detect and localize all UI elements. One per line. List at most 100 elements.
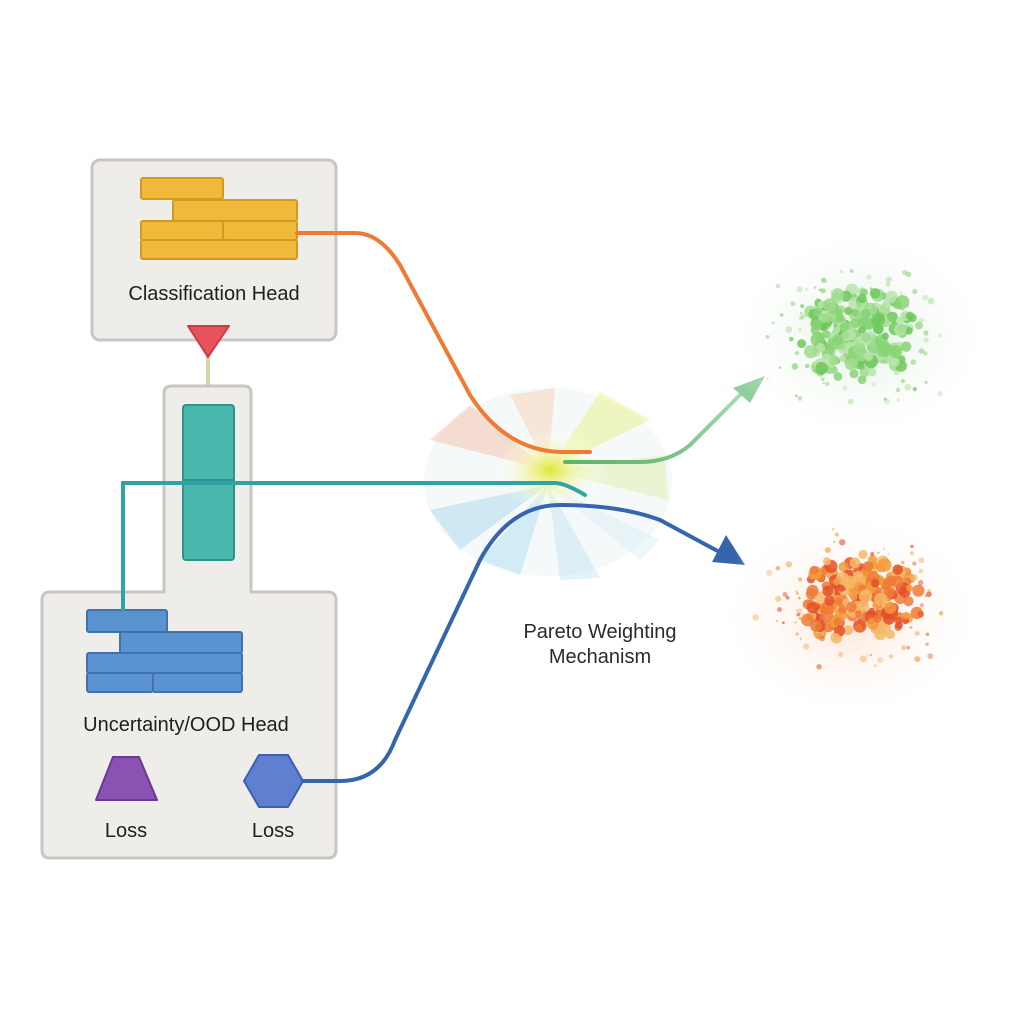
- cloud-dot: [918, 348, 925, 354]
- cloud-dot: [782, 592, 788, 597]
- cloud-dot: [912, 288, 918, 295]
- orange-flow-line: [295, 231, 592, 454]
- cloud-dot: [901, 645, 907, 651]
- cloud-dot: [796, 286, 803, 293]
- cloud-dot: [849, 269, 854, 273]
- cloud-dot: [798, 596, 801, 600]
- cloud-dot: [912, 561, 917, 566]
- cloud-dot: [894, 616, 903, 625]
- cloud-dot: [898, 323, 907, 333]
- cloud-dot: [854, 610, 862, 618]
- cloud-dot: [927, 297, 935, 305]
- blue-arrowhead-icon: [712, 535, 745, 565]
- triangle-icon: [95, 756, 158, 801]
- cloud-dot: [815, 332, 825, 342]
- cloud-dot: [832, 527, 835, 531]
- cloud-dot: [841, 330, 850, 339]
- cloud-dot: [909, 551, 914, 556]
- cloud-dot: [857, 318, 866, 328]
- cloud-dot: [870, 579, 880, 588]
- cloud-dot: [857, 375, 867, 384]
- cloud-dot: [839, 269, 844, 274]
- cloud-dot: [820, 288, 826, 294]
- cloud-dot: [914, 656, 921, 663]
- cloud-dot: [809, 565, 819, 575]
- cloud-dot: [905, 271, 912, 278]
- cloud-dot: [816, 297, 819, 300]
- cloud-dot: [813, 286, 817, 289]
- mechanism-label-line1: Pareto Weighting: [523, 621, 676, 643]
- cloud-dot: [885, 290, 898, 304]
- cloud-dot: [909, 626, 913, 629]
- cloud-dot: [900, 379, 905, 383]
- cloud-dot: [794, 350, 800, 356]
- cloud-dot: [816, 343, 826, 352]
- cloud-dot: [873, 664, 877, 667]
- cloud-dot: [918, 611, 921, 614]
- cloud-dot: [801, 613, 814, 627]
- cloud-dot: [829, 290, 833, 293]
- cloud-dot: [892, 564, 903, 575]
- cloud-dot: [838, 651, 844, 658]
- cloud-dot: [890, 575, 904, 588]
- cloud-dot: [883, 586, 895, 599]
- cloud-dot: [780, 313, 784, 317]
- cloud-dot: [855, 623, 863, 632]
- cloud-dot: [831, 288, 844, 301]
- cloud-dot: [779, 366, 782, 369]
- cloud-dot: [870, 653, 873, 657]
- cloud-dot: [804, 287, 808, 292]
- cloud-dot: [798, 617, 802, 620]
- cloud-dot: [858, 589, 873, 603]
- cloud-dot: [839, 539, 846, 546]
- cloud-dot: [885, 276, 892, 283]
- cloud-dot: [842, 625, 854, 636]
- cloud-dot: [838, 561, 849, 573]
- cloud-dot: [885, 629, 896, 639]
- cloud-dot: [914, 631, 920, 636]
- cloud-dot: [885, 281, 891, 287]
- cloud-dot: [806, 584, 819, 597]
- cloud-dot: [906, 645, 911, 650]
- cloud-dot: [854, 570, 863, 580]
- cloud-dot: [847, 398, 854, 405]
- cloud-dot: [860, 308, 871, 319]
- cloud-dot: [775, 565, 781, 571]
- cloud-dot: [817, 301, 825, 309]
- cloud-dot: [824, 595, 835, 606]
- cloud-dot: [866, 274, 872, 280]
- hexagon-icon: [243, 754, 304, 808]
- cloud-dot: [918, 317, 924, 323]
- cloud-dot: [919, 603, 924, 608]
- cloud-dot: [796, 609, 799, 612]
- cloud-dot: [842, 385, 848, 391]
- cloud-dot: [888, 654, 894, 659]
- cloud-dot: [822, 585, 834, 597]
- cloud-dot: [765, 335, 770, 339]
- cloud-dot: [832, 633, 840, 640]
- cloud-dot: [771, 321, 775, 325]
- cloud-dot: [799, 637, 802, 641]
- mechanism-label-line2: Mechanism: [549, 646, 651, 668]
- cloud-dot: [832, 540, 836, 543]
- cloud-dot: [832, 334, 844, 346]
- loss-label-2: Loss: [252, 820, 294, 842]
- cloud-dot: [790, 301, 796, 307]
- cloud-dot: [859, 655, 867, 663]
- cloud-dot: [824, 547, 831, 553]
- classification-head-panel: Classification Head: [90, 158, 338, 342]
- cloud-dot: [844, 306, 853, 316]
- green-flow-line: [563, 388, 747, 464]
- cloud-dot: [866, 654, 869, 657]
- cloud-dot: [924, 380, 928, 385]
- cloud-dot: [901, 341, 912, 352]
- cloud-dot: [877, 656, 884, 664]
- cloud-dot: [766, 377, 769, 380]
- cloud-dot: [816, 664, 822, 670]
- cloud-dot: [813, 307, 823, 316]
- cloud-dot: [937, 391, 943, 397]
- cloud-dot: [833, 617, 842, 626]
- cloud-dot: [881, 332, 889, 340]
- cloud-dot: [918, 557, 925, 564]
